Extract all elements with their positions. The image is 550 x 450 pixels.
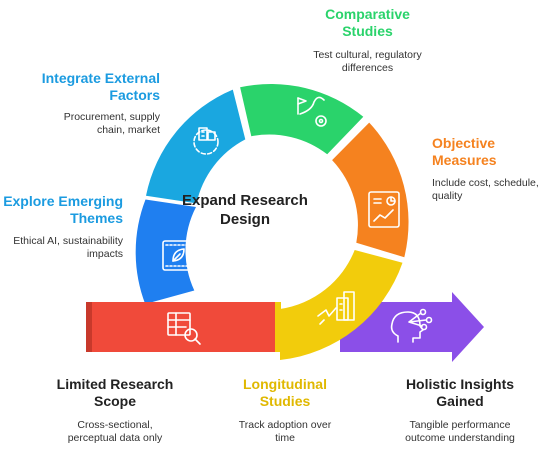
limited-desc-line2: perceptual data only xyxy=(67,432,163,445)
table-search-icon xyxy=(167,312,201,345)
longitudinal-desc-line2: time xyxy=(275,432,295,445)
arrow-holistic xyxy=(340,292,484,362)
emerging-desc-line2: impacts xyxy=(86,248,123,261)
buildings-growth-icon xyxy=(317,291,355,325)
objective-desc-line1: Include cost, schedule, xyxy=(432,177,539,190)
objective-title-line1: Objective xyxy=(432,135,496,151)
external-title-line1: Integrate External xyxy=(41,70,160,86)
longitudinal-desc-line1: Track adoption over xyxy=(238,419,332,432)
holistic-desc-line1: Tangible performance xyxy=(409,419,511,432)
label-emerging: Explore Emerging Themes Ethical AI, sust… xyxy=(3,193,123,262)
dashboard-icon xyxy=(368,191,400,228)
label-longitudinal: Longitudinal Studies Track adoption over… xyxy=(225,376,345,446)
ring-segment-emerging xyxy=(135,199,196,304)
label-objective: Objective Measures Include cost, schedul… xyxy=(432,135,548,204)
limited-title-line2: Scope xyxy=(93,392,136,409)
leaf-frame-icon xyxy=(162,240,194,271)
bar-limited-edge xyxy=(86,302,92,352)
bar-limited-join xyxy=(275,302,281,352)
label-limited: Limited Research Scope Cross-sectional, … xyxy=(40,376,190,446)
center-title-line1: Expand Research xyxy=(182,192,308,209)
center-title: Expand Research Design xyxy=(180,192,310,230)
holistic-title-line1: Holistic Insights xyxy=(405,376,515,392)
gear-building-icon xyxy=(193,127,219,155)
external-desc-line1: Procurement, supply xyxy=(63,111,160,124)
center-title-line2: Design xyxy=(219,210,270,228)
emerging-desc-line1: Ethical AI, sustainability xyxy=(13,235,123,248)
limited-desc-line1: Cross-sectional, xyxy=(77,419,153,432)
ring-segment-objective xyxy=(332,122,409,258)
objective-title-line2: Measures xyxy=(432,151,497,168)
comparative-title-line1: Comparative xyxy=(325,6,410,22)
emerging-title-line2: Themes xyxy=(70,209,123,226)
holistic-desc-line2: outcome understanding xyxy=(405,432,515,445)
emerging-title-line1: Explore Emerging xyxy=(3,193,123,209)
comparative-desc-line2: differences xyxy=(341,62,394,75)
label-comparative: Comparative Studies Test cultural, regul… xyxy=(300,6,435,76)
comparative-title-line2: Studies xyxy=(342,22,393,39)
limited-title-line1: Limited Research xyxy=(56,376,174,392)
comparative-desc-line1: Test cultural, regulatory xyxy=(313,49,422,62)
holistic-title-line2: Gained xyxy=(436,392,484,409)
external-desc-line2: chain, market xyxy=(96,124,160,137)
longitudinal-title-line2: Studies xyxy=(259,392,311,409)
external-title-line2: Factors xyxy=(109,86,160,103)
label-holistic: Holistic Insights Gained Tangible perfor… xyxy=(380,376,540,446)
ring-segment-comparative xyxy=(240,83,364,155)
objective-desc-line2: quality xyxy=(432,190,463,203)
label-external: Integrate External Factors Procurement, … xyxy=(20,70,160,138)
head-network-icon xyxy=(390,308,433,343)
ring-segment-longitudinal xyxy=(280,250,403,360)
map-route-icon xyxy=(297,96,327,127)
longitudinal-title-line1: Longitudinal xyxy=(243,376,327,392)
